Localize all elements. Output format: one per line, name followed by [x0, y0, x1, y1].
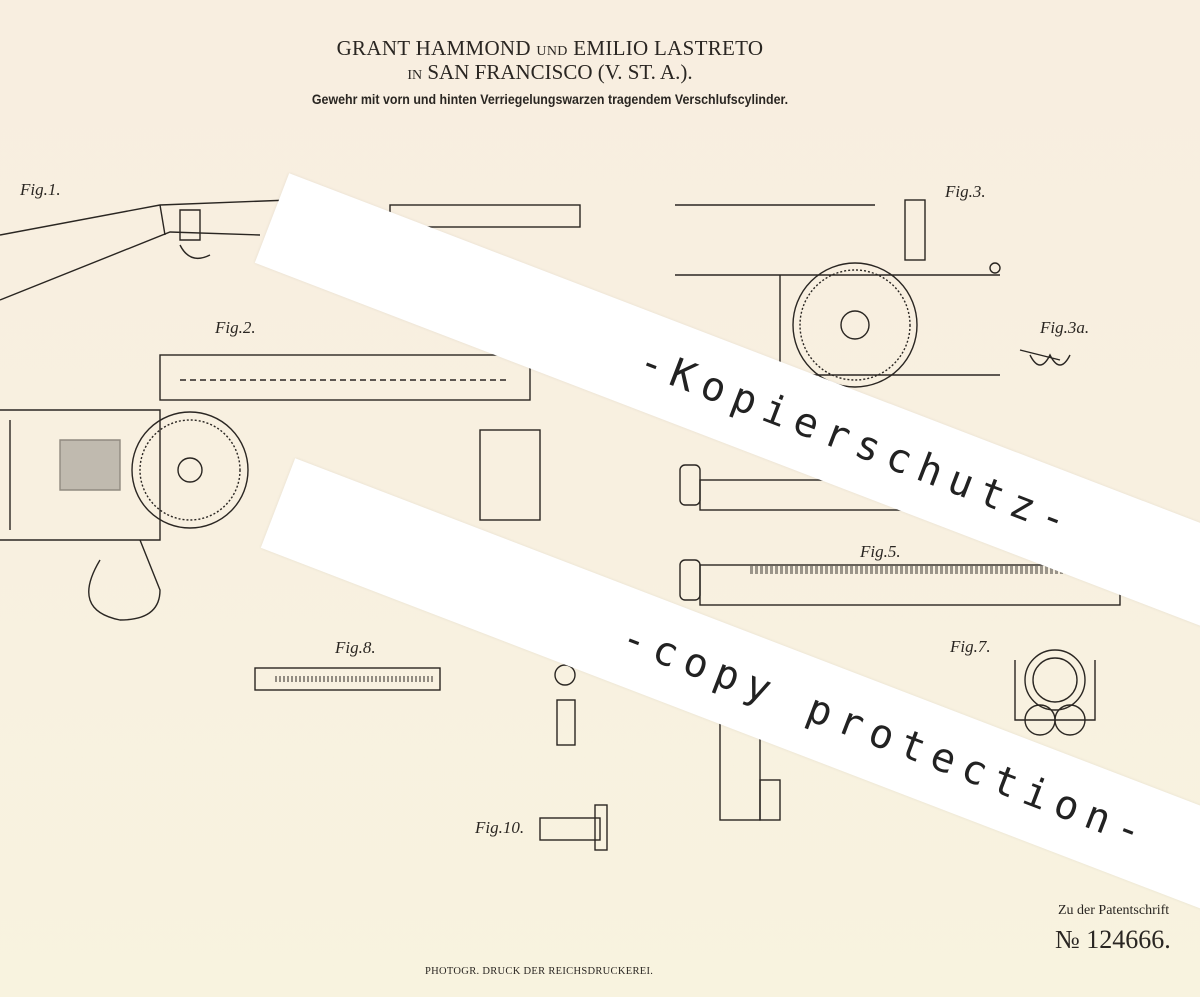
fig-8-label: Fig.8.: [335, 638, 376, 657]
patent-ref-label: Zu der Patentschrift: [1058, 903, 1170, 918]
in-text: IN: [407, 68, 423, 83]
fig-5-label: Fig.5.: [860, 542, 901, 561]
inventor-2: EMILIO LASTRETO: [573, 36, 764, 60]
und-text: UND: [536, 44, 568, 59]
patent-title: Gewehr mit vorn und hinten Verriegelungs…: [311, 92, 789, 107]
fig9-drawing: [554, 664, 576, 746]
fig-7-label: Fig.7.: [950, 637, 991, 656]
fig10-drawing: [539, 804, 608, 851]
fig2-breech-drawing: [0, 354, 541, 621]
fig7-drawing: [1014, 649, 1096, 736]
fig-3a-label: Fig.3a.: [1040, 318, 1090, 337]
location-line: IN SAN FRANCISCO (V. ST. A.).: [0, 60, 1100, 85]
inventors: GRANT HAMMOND UND EMILIO LASTRETO: [0, 36, 1100, 61]
location: SAN FRANCISCO (V. ST. A.).: [427, 60, 693, 84]
fig8-drawing: [254, 667, 441, 691]
fig3-drawing: [675, 199, 1071, 388]
inventor-1: GRANT HAMMOND: [336, 36, 531, 60]
fig-3-label: Fig.3.: [945, 182, 986, 201]
patent-number: № 124666.: [1055, 925, 1171, 954]
fig-1-label: Fig.1.: [20, 180, 61, 199]
printer-credit: PHOTOGR. DRUCK DER REICHSDRUCKEREI.: [425, 966, 654, 977]
fig-2-label: Fig.2.: [215, 318, 256, 337]
fig-10-label: Fig.10.: [475, 818, 525, 837]
